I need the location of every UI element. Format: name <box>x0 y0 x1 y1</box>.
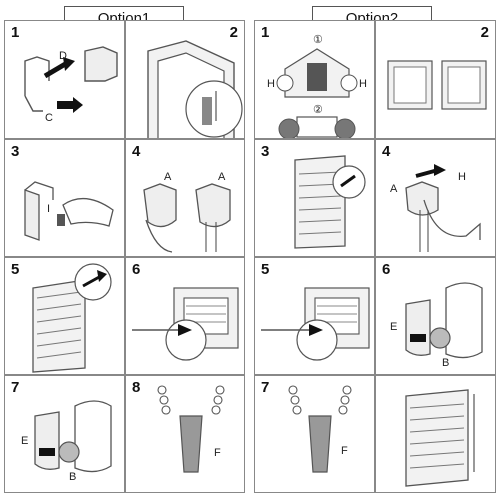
window-frame-illustration <box>147 40 243 138</box>
label-a-right: A <box>218 171 226 183</box>
option1-step-2: 2 <box>125 20 245 139</box>
label-h: H <box>458 171 466 183</box>
frame-blind-illustration <box>294 155 366 249</box>
step-number: 8 <box>132 379 141 396</box>
step-number: 6 <box>382 261 391 278</box>
label-a: A <box>390 183 398 195</box>
step-number: 3 <box>11 143 20 160</box>
blind-install-illustration <box>32 263 112 373</box>
option2-step-2: 2 <box>375 20 496 139</box>
end-cap-illustration: E B <box>390 282 483 369</box>
option2-step-5: 5 <box>254 257 375 375</box>
label-i: I <box>47 203 50 215</box>
option2-step-3: 3 <box>254 139 375 257</box>
step-number: 5 <box>261 261 270 278</box>
headrail-clip-illustration: A A <box>143 171 231 253</box>
step-number: 5 <box>11 261 20 278</box>
step-number: 6 <box>132 261 141 278</box>
step-number: 4 <box>382 143 391 160</box>
option2-step-7: 7 F <box>254 375 375 493</box>
chain-safety-illustration: F <box>157 385 225 473</box>
installed-blind-illustration <box>405 389 475 487</box>
step-number: 1 <box>261 24 270 41</box>
end-cap-illustration: E B <box>21 400 112 483</box>
label-b: B <box>442 357 449 369</box>
two-windows-illustration <box>387 60 487 110</box>
label-h-right: H <box>359 78 367 90</box>
label-f: F <box>341 445 348 457</box>
bracket-clip-illustration: D C <box>24 46 118 124</box>
label-d: D <box>59 50 67 62</box>
label-c: C <box>45 112 53 124</box>
label-b: B <box>69 471 76 483</box>
step-number: 4 <box>132 143 141 160</box>
step-number: 2 <box>480 24 489 41</box>
option2-step-1: 1 ① ② H H <box>254 20 375 139</box>
option1-step-3: 3 I <box>4 139 125 257</box>
window-mount-variants-illustration: ① ② H H <box>267 34 367 138</box>
step-number: 1 <box>11 24 20 41</box>
rod-insert-illustration <box>132 287 239 361</box>
label-a-left: A <box>164 171 172 183</box>
hand-bracket-illustration: I <box>24 181 114 241</box>
option2-step-4: 4 A H <box>375 139 496 257</box>
label-e: E <box>390 321 397 333</box>
step-number: 7 <box>11 379 20 396</box>
option2-step-final <box>375 375 496 493</box>
option1-step-8: 8 F <box>125 375 245 493</box>
label-f: F <box>214 447 221 459</box>
label-circle-2: ② <box>313 104 323 116</box>
option1-step-1: 1 D C <box>4 20 125 139</box>
chain-safety-illustration: F <box>288 385 352 473</box>
step-number: 2 <box>229 24 238 41</box>
option1-step-6: 6 <box>125 257 245 375</box>
label-circle-1: ① <box>313 34 323 46</box>
rod-insert-illustration <box>261 287 370 361</box>
label-h-left: H <box>267 78 275 90</box>
label-e: E <box>21 435 28 447</box>
option1-step-4: 4 A A <box>125 139 245 257</box>
option1-step-5: 5 <box>4 257 125 375</box>
option2-step-6: 6 E B <box>375 257 496 375</box>
step-number: 7 <box>261 379 270 396</box>
step-number: 3 <box>261 143 270 160</box>
option1-step-7: 7 E B <box>4 375 125 493</box>
clip-hook-illustration: A H <box>390 164 481 252</box>
